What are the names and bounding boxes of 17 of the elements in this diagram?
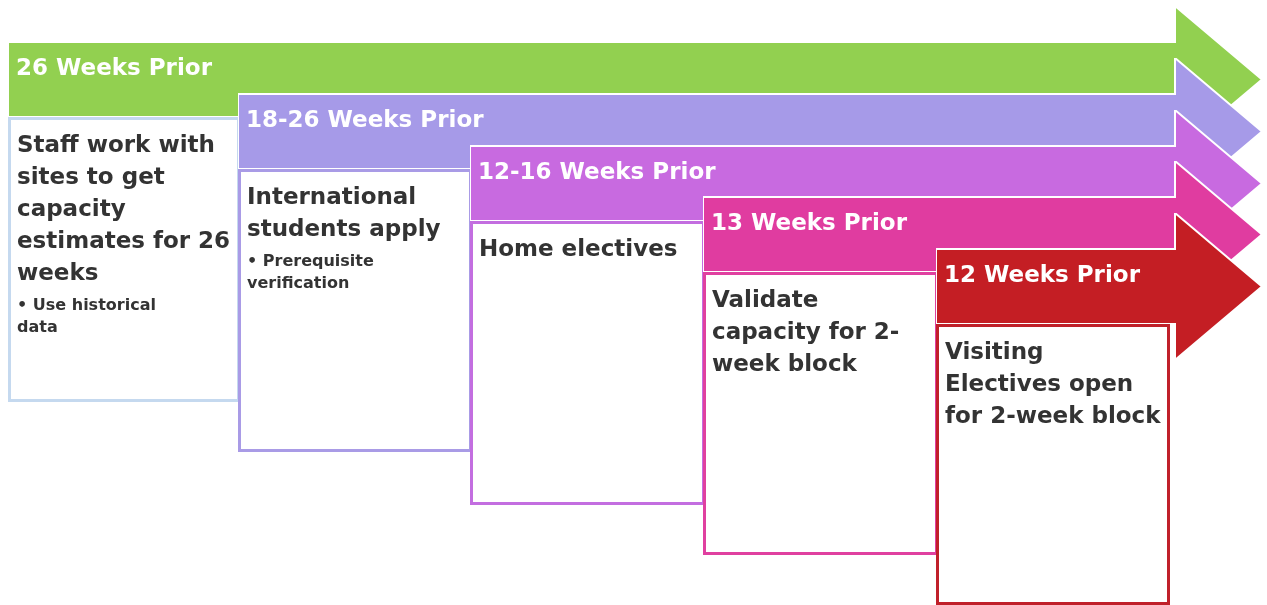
step-text: Staff work with sites to get capacity estimates for 26 weeks [17,130,231,287]
step-text: International students apply [247,182,442,243]
arrow-heading: 13 Weeks Prior [711,209,907,235]
step-card [936,324,1170,605]
bullet-note: • Prerequisite verification [247,250,375,294]
bullet-note: • Use historical data [17,294,157,338]
arrow-heading: 26 Weeks Prior [16,54,212,80]
step-card [238,169,472,452]
arrow-heading: 12 Weeks Prior [944,261,1140,287]
step-card [470,221,705,505]
arrow-heading: 12-16 Weeks Prior [478,158,716,184]
step-card [8,117,240,402]
step-text: Home electives [479,234,679,263]
step-card [703,272,938,555]
step-text: Visiting Electives open for 2-week block [945,337,1161,430]
arrow-heading: 18-26 Weeks Prior [246,106,484,132]
step-text: Validate capacity for 2-week block [712,285,901,378]
